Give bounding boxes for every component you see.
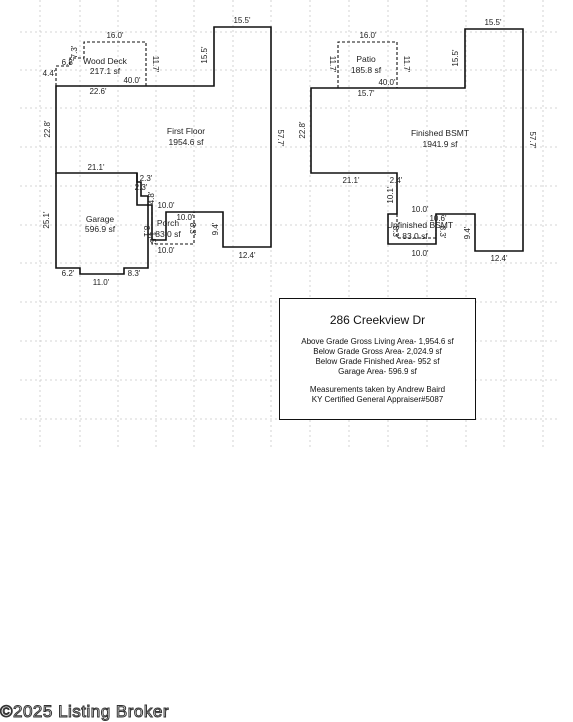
first-floor-area: 1954.6 sf: [169, 137, 205, 147]
wood-deck-outline: [55, 41, 147, 86]
dim-label: 10.0': [411, 205, 429, 214]
dim-label: 22.8': [43, 120, 52, 138]
dim-label: 10.1': [386, 186, 395, 204]
dim-label: 10.0': [176, 213, 194, 222]
unfinished-bsmt-outline: [396, 214, 437, 239]
copyright-watermark: ©2025 Listing Broker: [0, 702, 170, 722]
porch-label: Porch: [157, 218, 179, 228]
dim-label: 2.3': [135, 183, 148, 192]
dim-label: 16.0': [106, 31, 124, 40]
dim-label: 15.5': [233, 16, 251, 25]
first-floor-outline: [55, 26, 272, 248]
patio-label: Patio: [356, 54, 376, 64]
dim-label: 21.1': [342, 176, 360, 185]
summary-line: Below Grade Finished Area- 952 sf: [315, 357, 440, 366]
dim-label: 9.4': [211, 222, 220, 235]
appraiser-line: KY Certified General Appraiser#5087: [311, 395, 444, 404]
dim-label: 16.0': [359, 31, 377, 40]
finished-bsmt-outline: [310, 28, 524, 252]
dim-label: 15.5': [484, 18, 502, 27]
dim-label: 10.0': [157, 201, 175, 210]
porch-area: 83.0 sf: [155, 229, 181, 239]
dim-label: 21.1': [87, 163, 105, 172]
dim-label: 22.6': [89, 87, 107, 96]
appraiser-line: Measurements taken by Andrew Baird: [309, 385, 446, 394]
garage-outline: [55, 173, 149, 275]
dim-label: 10.0': [411, 249, 429, 258]
unfinished-bsmt-area: 83.0 sf: [402, 231, 428, 241]
dim-label: 2.3': [140, 174, 153, 183]
dim-label: 15.5': [451, 49, 460, 67]
dim-label: 2.4': [390, 176, 403, 185]
dim-label: 4.8': [147, 191, 156, 204]
first-floor-label: First Floor: [167, 126, 205, 136]
dim-label: 10.0': [157, 246, 175, 255]
garage-area: 596.9 sf: [85, 224, 116, 234]
wood-deck-area: 217.1 sf: [90, 66, 121, 76]
dim-label: 15.5': [200, 46, 209, 64]
summary-box: 286 Creekview Dr Above Grade Gross Livin…: [279, 298, 476, 420]
finished-bsmt-label: Finished BSMT: [411, 128, 469, 138]
dim-label: 6.2': [62, 269, 75, 278]
dim-label: 11.7': [151, 56, 160, 73]
dim-label: 11.7': [402, 56, 411, 73]
dim-label: 8.3': [188, 223, 197, 236]
dim-label: 22.8': [298, 121, 307, 139]
dim-label: 12.4': [490, 254, 508, 263]
porch-outline: [151, 212, 195, 245]
dim-label: 11.7': [328, 56, 337, 73]
dim-label: 9.4': [463, 226, 472, 239]
dim-label: 57.7': [276, 129, 285, 147]
summary-line: Garage Area- 596.9 sf: [338, 367, 417, 376]
dim-label: 4.4': [43, 69, 56, 78]
dim-label: 25.1': [42, 211, 51, 229]
dim-label: 8.1': [142, 226, 151, 239]
dim-label: 8.3': [128, 269, 141, 278]
dim-label: 40.0': [123, 76, 141, 85]
dim-label: 57.7': [528, 131, 537, 149]
summary-line: Above Grade Gross Living Area- 1,954.6 s…: [301, 337, 454, 346]
property-address: 286 Creekview Dr: [329, 313, 426, 327]
dim-label: 12.4': [238, 251, 256, 260]
dim-label: 8.3': [438, 226, 447, 239]
dim-label: 6.8': [62, 58, 75, 67]
dim-label: 8.3': [391, 226, 400, 239]
dim-label: 7.3': [70, 45, 79, 58]
patio-outline: [337, 41, 398, 88]
patio-area: 185.8 sf: [351, 65, 382, 75]
dim-label: 11.0': [93, 278, 110, 287]
dim-label: 40.0': [378, 78, 396, 87]
unfinished-bsmt-label: Unfinished BSMT: [387, 220, 453, 230]
dim-label: 1.5': [148, 232, 157, 245]
wood-deck-label: Wood Deck: [83, 56, 128, 66]
dim-label: 10.6': [429, 214, 447, 223]
dim-label: 15.7': [357, 89, 375, 98]
summary-line: Below Grade Gross Area- 2,024.9 sf: [313, 347, 442, 356]
finished-bsmt-area: 1941.9 sf: [423, 139, 459, 149]
garage-label: Garage: [86, 214, 115, 224]
